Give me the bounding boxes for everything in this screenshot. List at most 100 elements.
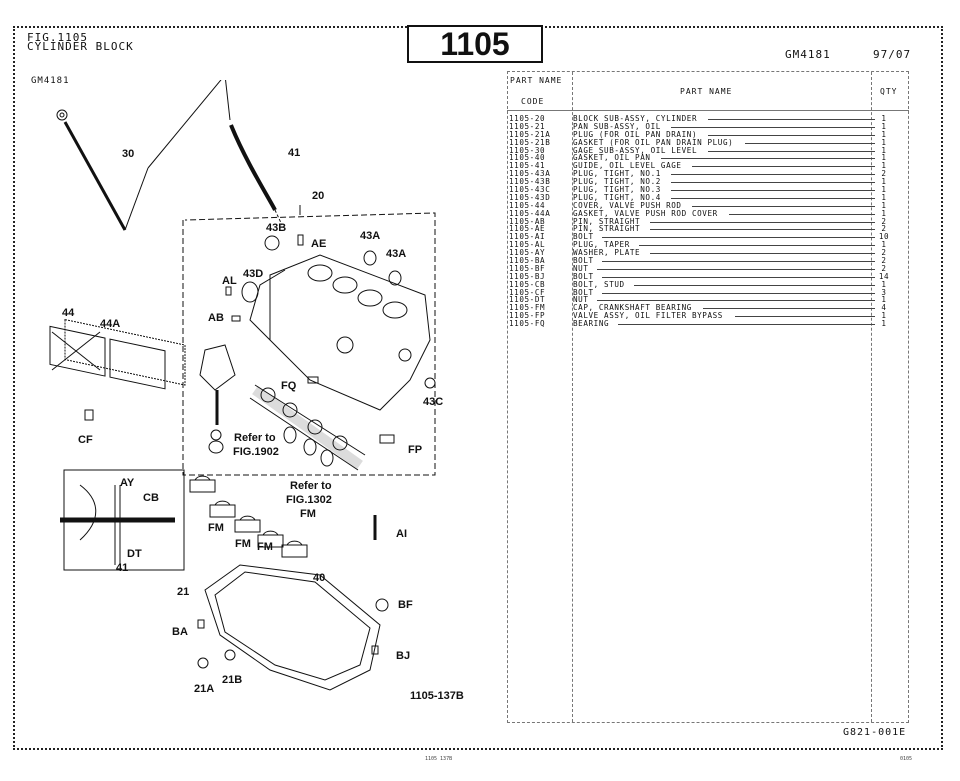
callout-ab: AB [208, 312, 224, 324]
leader-line [602, 292, 875, 294]
pin-ab [231, 315, 241, 322]
inset-callout-cb: CB [143, 492, 159, 504]
leader-line [692, 166, 875, 168]
distributor-drawing [199, 344, 236, 454]
leader-line [692, 205, 875, 207]
part-code: 1105-30 [509, 145, 546, 155]
plug-43a [388, 270, 402, 286]
leader-line [729, 213, 875, 215]
part-code: 1105-AB [509, 216, 546, 226]
leader-line [639, 245, 875, 247]
header-code-line1: PART NAME [510, 76, 563, 85]
part-name: BEARING [573, 319, 610, 329]
figure-number: FIG.1105 [27, 31, 88, 44]
oil-level-gage-drawing [56, 80, 222, 231]
leader-line [671, 174, 875, 176]
bolt-ba [197, 619, 205, 629]
part-code: 1105-44A [509, 208, 551, 218]
footer-small-right: 0105 [900, 756, 913, 762]
callout-44: 44 [62, 307, 75, 319]
part-name: GASKET (FOR OIL PAN DRAIN PLUG) [573, 137, 734, 147]
part-name: PIN, STRAIGHT [573, 216, 641, 226]
bolt-bj [371, 645, 379, 655]
part-name: BOLT [573, 232, 594, 242]
part-code: 1105-21A [509, 129, 551, 139]
bolt-cf [84, 409, 94, 421]
exploded-diagram [49, 80, 436, 691]
model-code-right: GM4181 [785, 48, 831, 61]
part-code: 1105-43B [509, 177, 551, 187]
oil-level-gage-guide-drawing [225, 80, 283, 226]
callout-fq: FQ [281, 380, 297, 392]
part-code: 1105-43D [509, 192, 551, 202]
callout-ba: BA [172, 626, 188, 638]
refer-to-fig1902-line1: Refer to [234, 432, 276, 444]
part-qty: 1 [881, 319, 887, 329]
part-qty: 1 [881, 129, 887, 139]
stud-detail-inset [60, 469, 185, 571]
part-qty: 1 [881, 295, 887, 305]
part-qty: 1 [881, 121, 887, 131]
part-code: 1105-AE [509, 224, 546, 234]
plug-43a [363, 250, 377, 266]
leader-line [618, 324, 875, 326]
callout-21b: 21B [222, 674, 243, 686]
part-qty: 10 [878, 232, 890, 242]
part-code: 1105-BA [509, 256, 546, 266]
part-qty: 1 [881, 200, 887, 210]
parts-table [507, 71, 909, 723]
callout-21a: 21A [194, 683, 215, 695]
leader-line [708, 119, 875, 120]
part-qty: 2 [881, 248, 887, 258]
part-code: 1105-44 [509, 200, 546, 210]
part-code: 1105-41 [509, 161, 546, 171]
callout-fm: FM [208, 522, 224, 534]
part-qty: 2 [881, 256, 887, 266]
part-name: GASKET, OIL PAN [573, 153, 651, 163]
cam-bearing [283, 426, 297, 444]
part-name: BOLT [573, 271, 594, 281]
cam-bearing [320, 449, 334, 467]
part-qty: 1 [881, 114, 887, 123]
callout-30: 30 [122, 148, 135, 160]
section-code-box: 1105 [407, 25, 543, 63]
callout-43b: 43B [266, 222, 287, 234]
callout-43a: 43A [386, 248, 407, 260]
leader-line [634, 284, 875, 286]
nut-bf [375, 598, 389, 612]
valve-push-rod-cover-drawing [49, 318, 186, 390]
valve-fp [379, 434, 395, 444]
part-name: GUIDE, OIL LEVEL GAGE [573, 161, 682, 171]
part-qty: 2 [881, 224, 887, 234]
part-qty: 1 [881, 279, 887, 289]
header-code-line2: CODE [521, 97, 545, 106]
leader-line [649, 253, 875, 255]
inset-callout-41: 41 [116, 562, 129, 574]
header-part-name: PART NAME [680, 87, 733, 96]
oil-pan-drawing [204, 564, 381, 691]
part-name: PLUG (FOR OIL PAN DRAIN) [573, 129, 698, 139]
part-qty: 2 [881, 263, 887, 273]
part-name: BOLT [573, 287, 594, 297]
refer-to-fig1902-line2: FIG.1902 [233, 446, 279, 458]
callout-41: 41 [288, 147, 301, 159]
part-qty: 1 [881, 177, 887, 187]
part-code: 1105-BF [509, 263, 546, 273]
part-qty: 1 [881, 192, 887, 202]
leader-line [671, 190, 875, 192]
leader-line [649, 229, 875, 231]
drain-plug-21a [197, 657, 209, 669]
